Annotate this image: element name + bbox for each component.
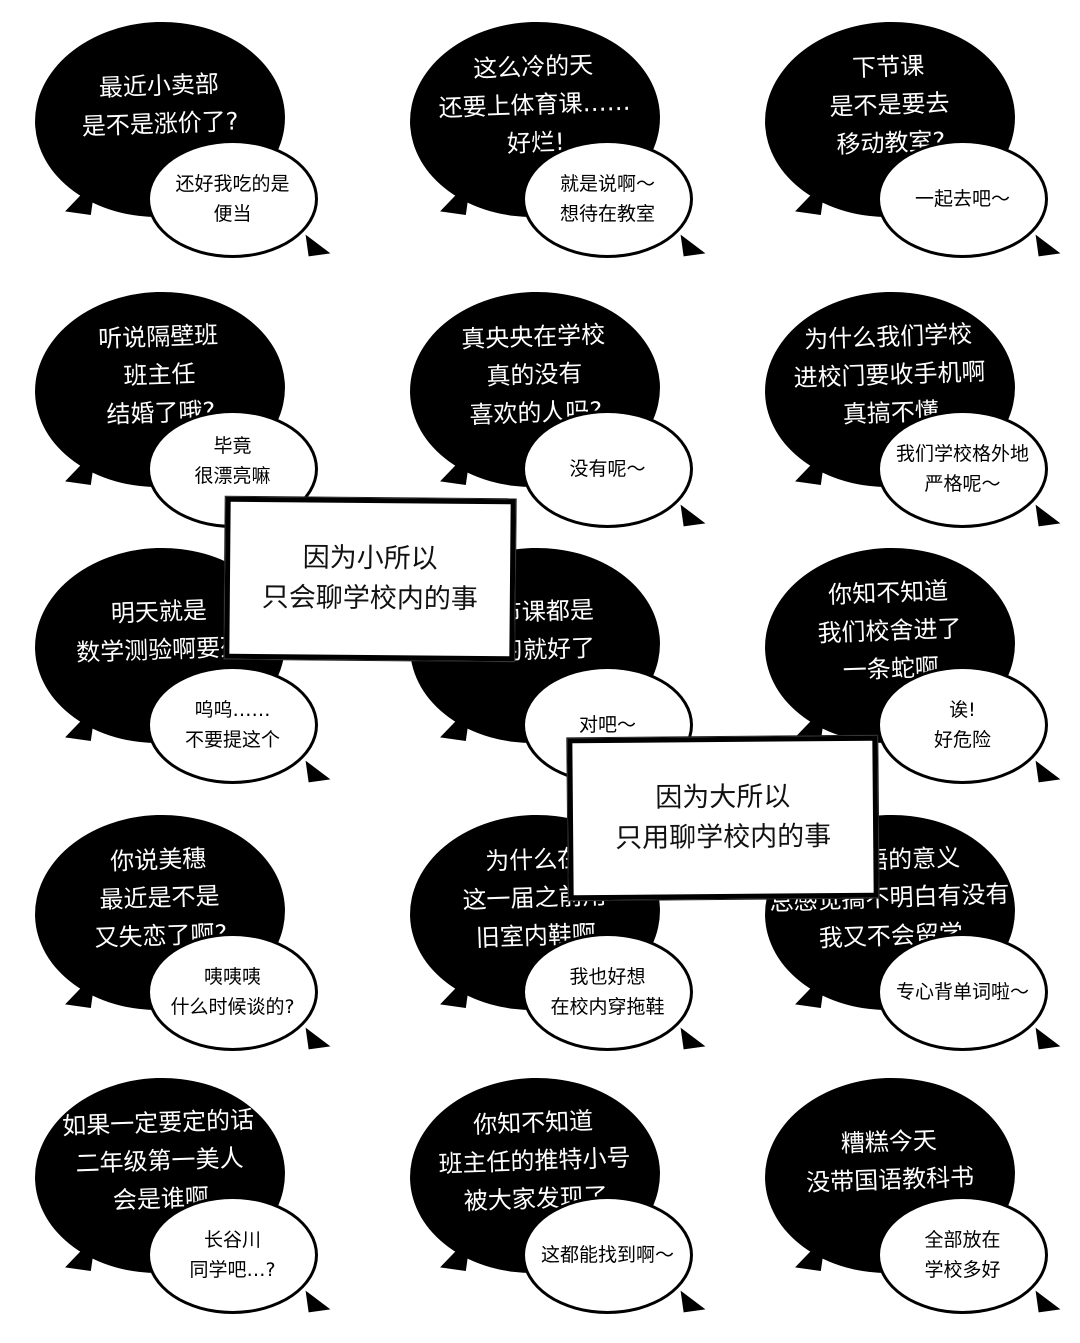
caption-box-big: 因为大所以 只用聊学校内的事 xyxy=(567,735,879,901)
bubble-pair: 真央央在学校 真的没有 喜欢的人吗?没有呢～ xyxy=(406,287,750,557)
bubble-pair: 你知不知道 班主任的推特小号 被大家发现了这都能找到啊～ xyxy=(406,1073,750,1343)
white-reply-bubble: 一起去吧～ xyxy=(877,140,1048,258)
white-reply-bubble: 专心背单词啦～ xyxy=(877,933,1048,1051)
white-reply-bubble: 呜呜…… 不要提这个 xyxy=(147,666,318,784)
white-reply-bubble: 诶! 好危险 xyxy=(877,666,1048,784)
white-reply-bubble: 咦咦咦 什么时候谈的? xyxy=(147,933,318,1051)
bubble-pair: 你说美穗 最近是不是 又失恋了啊?咦咦咦 什么时候谈的? xyxy=(31,810,375,1080)
white-reply-bubble: 还好我吃的是 便当 xyxy=(147,140,318,258)
caption-box-small: 因为小所以 只会聊学校内的事 xyxy=(224,496,516,662)
bubble-pair: 为什么在 这一届之前用 旧室内鞋啊我也好想 在校内穿拖鞋 xyxy=(406,810,750,1080)
white-reply-bubble: 全部放在 学校多好 xyxy=(877,1196,1048,1314)
bubble-pair: 明天就是 数学测验啊要死呜呜…… 不要提这个 xyxy=(31,543,375,813)
white-reply-bubble: 这都能找到啊～ xyxy=(522,1196,693,1314)
white-reply-bubble: 没有呢～ xyxy=(522,410,693,528)
bubble-pair: 学英语的意义 总感觉搞不明白有没有 我又不会留学专心背单词啦～ xyxy=(761,810,1080,1080)
bubble-pair: 你知不知道 我们校舍进了 一条蛇啊诶! 好危险 xyxy=(761,543,1080,813)
bubble-text: 最近小卖部 是不是涨价了? xyxy=(81,69,239,141)
bubble-text: 糟糕今天 没带国语教科书 xyxy=(805,1125,975,1197)
bubble-pair: 最近小卖部 是不是涨价了?还好我吃的是 便当 xyxy=(31,17,375,287)
white-reply-bubble: 就是说啊～ 想待在教室 xyxy=(522,140,693,258)
bubble-pair: 如果一定要定的话 二年级第一美人 会是谁啊长谷川 同学吧…? xyxy=(31,1073,375,1343)
bubble-pair: 为什么我们学校 进校门要收手机啊 真搞不懂我们学校格外地 严格呢～ xyxy=(761,287,1080,557)
bubble-pair: 这么冷的天 还要上体育课…… 好烂!就是说啊～ 想待在教室 xyxy=(406,17,750,287)
white-reply-bubble: 我们学校格外地 严格呢～ xyxy=(877,410,1048,528)
white-reply-bubble: 我也好想 在校内穿拖鞋 xyxy=(522,933,693,1051)
white-reply-bubble: 长谷川 同学吧…? xyxy=(147,1196,318,1314)
bubble-text: 明天就是 数学测验啊要死 xyxy=(75,595,245,667)
bubble-pair: 下节课 是不是要去 移动教室?一起去吧～ xyxy=(761,17,1080,287)
bubble-pair: 糟糕今天 没带国语教科书全部放在 学校多好 xyxy=(761,1073,1080,1343)
